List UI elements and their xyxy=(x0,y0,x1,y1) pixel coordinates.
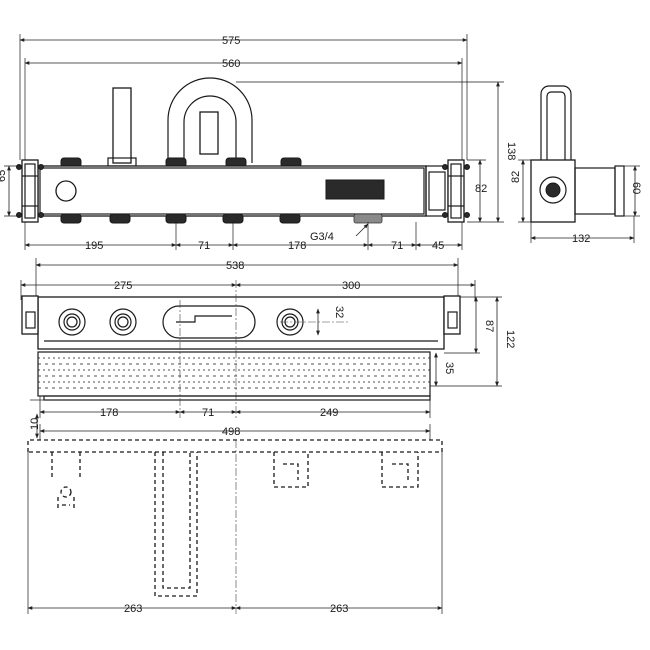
dim-82-side: 82 xyxy=(510,171,522,183)
thread-label: G3/4 xyxy=(310,231,334,243)
dim-249: 249 xyxy=(320,407,338,419)
dim-71-front: 71 xyxy=(202,407,214,419)
display-panel xyxy=(325,179,385,200)
right-bracket xyxy=(442,159,470,223)
dim-82-top: 82 xyxy=(475,183,487,195)
dim-575: 575 xyxy=(222,35,240,47)
dim-138: 138 xyxy=(505,142,517,160)
port-cutout-2 xyxy=(381,452,419,488)
control-knob xyxy=(55,180,77,202)
side-view: 82 60 132 xyxy=(510,85,642,245)
dim-45: 45 xyxy=(432,240,444,252)
dim-195: 195 xyxy=(85,240,103,252)
dim-300: 300 xyxy=(342,280,360,292)
dim-178-front: 178 xyxy=(100,407,118,419)
wall-view: 10 498 263 263 xyxy=(27,399,443,615)
top-knobs xyxy=(60,157,302,168)
cutout-outline xyxy=(27,439,443,453)
spout-cutout xyxy=(154,452,198,597)
dim-60: 60 xyxy=(630,182,642,194)
left-bracket xyxy=(16,159,44,223)
dim-178-top: 178 xyxy=(288,240,306,252)
dim-87: 87 xyxy=(483,320,495,332)
front-view: 538 275 300 32 xyxy=(20,258,516,419)
dim-65: 65 xyxy=(0,170,8,182)
dim-498: 498 xyxy=(222,426,240,438)
center-slot xyxy=(162,305,256,339)
anchor-icon xyxy=(57,486,75,508)
bottom-knobs xyxy=(60,213,383,224)
spout-pipe xyxy=(112,87,132,164)
dim-32: 32 xyxy=(333,306,345,318)
dim-122: 122 xyxy=(504,330,516,348)
guard-text-pattern xyxy=(38,357,430,389)
dim-71-a: 71 xyxy=(198,240,210,252)
top-view: 575 560 xyxy=(0,34,517,252)
dim-132: 132 xyxy=(572,233,590,245)
handle-loop xyxy=(167,77,253,163)
plaster-guard xyxy=(37,351,431,397)
dim-560: 560 xyxy=(222,58,240,70)
dim-263-right: 263 xyxy=(330,603,348,615)
dim-71-b: 71 xyxy=(391,240,403,252)
side-handle xyxy=(540,85,572,162)
dim-35: 35 xyxy=(443,362,455,374)
dim-10: 10 xyxy=(29,418,41,430)
dim-538: 538 xyxy=(226,260,244,272)
port-cutout-1 xyxy=(273,452,309,488)
dim-263-left: 263 xyxy=(124,603,142,615)
dim-275: 275 xyxy=(114,280,132,292)
